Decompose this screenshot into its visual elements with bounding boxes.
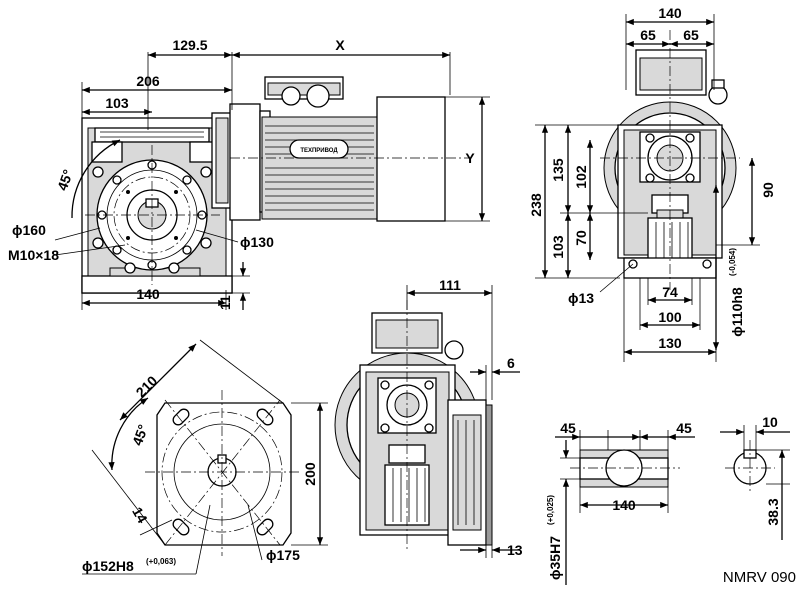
dim-90: 90 xyxy=(760,182,776,198)
dim-6: 6 xyxy=(507,355,515,371)
dim-130-side: ϕ130 xyxy=(240,234,274,250)
dim-74: 74 xyxy=(662,284,678,300)
dim-238: 238 xyxy=(528,193,544,217)
keyway-detail: 10 38.3 xyxy=(720,414,790,540)
dim-206: 206 xyxy=(136,73,160,89)
front-view: 140 65 65 238 135 102 103 70 90 ϕ13 74 1… xyxy=(528,5,776,362)
logo-text: ТЕХПРИВОД xyxy=(300,148,338,154)
dim-110-tol: (-0,054) xyxy=(728,248,737,276)
dim-65-left: 65 xyxy=(640,27,656,43)
dim-x: X xyxy=(335,37,345,53)
dim-111: 111 xyxy=(439,277,461,293)
dim-y: Y xyxy=(465,150,475,166)
dim-45deg-side: 45° xyxy=(54,167,76,192)
dim-140-shaft: 140 xyxy=(612,497,636,513)
model-label: NMRV 090 xyxy=(723,569,796,586)
dim-35-tol: (+0,025) xyxy=(546,495,555,525)
dim-103-top: 103 xyxy=(105,95,129,111)
dim-102: 102 xyxy=(573,165,589,189)
dim-130-bottom: 130 xyxy=(658,335,682,351)
dim-200: 200 xyxy=(302,462,318,486)
dim-152-tol: (+0,063) xyxy=(146,557,176,566)
dim-14: 14 xyxy=(129,504,151,526)
end-view: 111 6 13 xyxy=(334,277,523,558)
dim-11: 11 xyxy=(217,295,233,310)
dim-65-right: 65 xyxy=(683,27,699,43)
flange-view: 210 45° 200 14 ϕ152H8 (+0,063) ϕ175 xyxy=(82,339,328,575)
dim-45-left: 45 xyxy=(560,420,576,436)
dim-38-3: 38.3 xyxy=(765,498,781,525)
dim-70: 70 xyxy=(573,230,589,246)
dim-13-flange: 13 xyxy=(507,542,523,558)
dim-10: 10 xyxy=(762,414,778,430)
dim-140-top: 140 xyxy=(658,5,682,21)
dim-103-side: 103 xyxy=(550,235,566,259)
dim-140-bottom: 140 xyxy=(136,286,160,302)
dim-35: ϕ35H7 xyxy=(547,536,563,580)
dim-152: ϕ152H8 xyxy=(82,558,134,574)
dim-45-right: 45 xyxy=(676,420,692,436)
dim-100: 100 xyxy=(658,309,682,325)
dim-135: 135 xyxy=(550,158,566,182)
dim-m10x18: M10×18 xyxy=(8,247,59,263)
motor-side-view: ТЕХПРИВОД 129.5 X xyxy=(8,37,490,310)
dim-13-hole: ϕ13 xyxy=(568,290,594,306)
dim-175: ϕ175 xyxy=(266,547,300,563)
dim-110: ϕ110h8 xyxy=(729,287,745,337)
dim-160: ϕ160 xyxy=(12,222,46,238)
dim-45deg-flange: 45° xyxy=(129,422,151,447)
hollow-shaft-section: 45 45 140 ϕ35H7 (+0,025) xyxy=(546,420,695,585)
dim-210: 210 xyxy=(133,372,161,400)
dim-129-5: 129.5 xyxy=(172,37,207,53)
